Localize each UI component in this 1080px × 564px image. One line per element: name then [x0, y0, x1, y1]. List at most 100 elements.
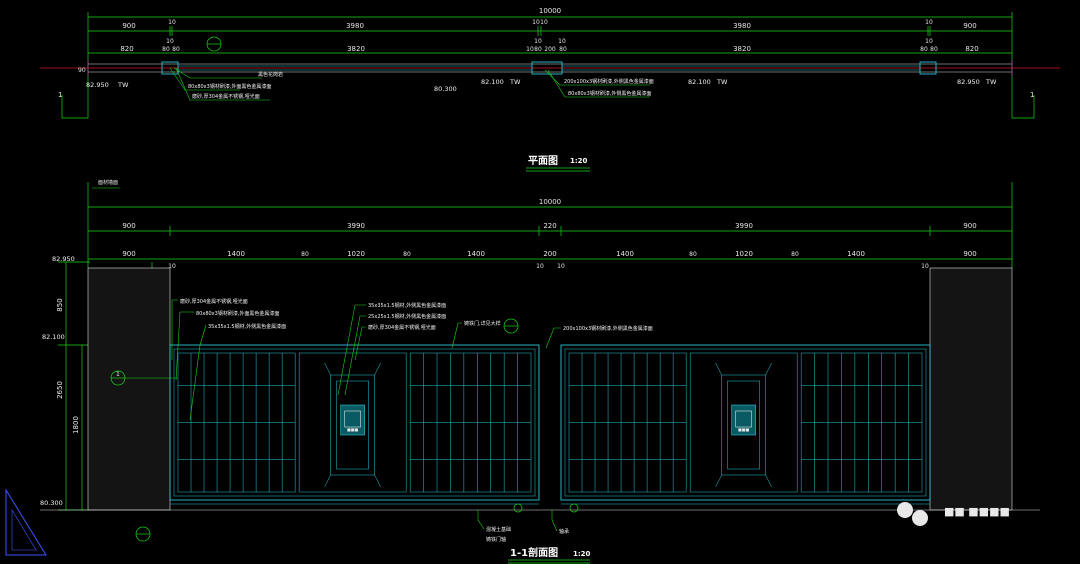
section-mark-right: 1 [1012, 91, 1034, 119]
svg-text:■■ ■■■■: ■■ ■■■■ [944, 505, 1010, 518]
center-panel [298, 352, 407, 493]
gate-panel [177, 352, 296, 493]
svg-text:10: 10 [557, 263, 565, 270]
plan-dim: 80 [920, 46, 928, 53]
section-note: 铸铁门轴 [486, 536, 506, 543]
svg-text:900: 900 [122, 250, 135, 258]
level-label: 82.950 [957, 78, 980, 86]
svg-text:1400: 1400 [227, 250, 245, 258]
ornament-line [374, 474, 381, 488]
plan-dim: 3820 [733, 45, 751, 53]
svg-text:900: 900 [122, 222, 135, 230]
level-label: 82.100 [481, 78, 504, 86]
ornament-outer [330, 374, 375, 476]
level-label: 82.100 [688, 78, 711, 86]
ornament-line [324, 362, 331, 376]
section-note: 35x35x1.5钢材,外侧黑色金属漆面 [208, 323, 286, 330]
plan-dim: 820 [120, 45, 133, 53]
corner-marker [5, 488, 47, 556]
plan-dim: 3980 [733, 22, 751, 30]
plan-dim: 10 [534, 38, 542, 45]
plan-dim: 10 [540, 19, 548, 26]
gate-frame [560, 344, 931, 501]
plan-view: 10000 900 10 3980 10 10 3980 10 900 10 1… [40, 7, 1060, 172]
ornament-line [765, 362, 772, 376]
gate-leaf-right: ■■■ [560, 344, 931, 505]
plan-note: 80x80x3钢材刷漆,外侧黑色金属漆面 [568, 90, 651, 97]
plan-dim: 80 [172, 46, 180, 53]
plan-dim: 10 [925, 19, 933, 26]
ornament-line [765, 474, 772, 488]
gate-inner-frame [173, 348, 536, 497]
plan-dim: 200 [544, 46, 556, 53]
plan-dim: 10 [532, 19, 540, 26]
ornament-line [715, 474, 722, 488]
ornament-line [324, 474, 331, 488]
left-pier [87, 267, 171, 511]
section-vdim: 2650 [56, 381, 64, 399]
section-note: 轴承 [559, 528, 569, 535]
plan-overall-dim: 10000 [539, 7, 561, 15]
ornament-inner [727, 380, 760, 470]
svg-text:10: 10 [168, 263, 176, 270]
plan-dim: 10 [558, 38, 566, 45]
section-note: 面材墙面 [98, 179, 118, 186]
svg-text:1020: 1020 [735, 250, 753, 258]
plan-dim: 10 [168, 19, 176, 26]
ornament-line [715, 362, 722, 376]
section-note: 磨砂,厚304金属不锈钢,哑光面 [368, 324, 436, 331]
section-dim-row2: 900 10 1400 80 1020 80 1400 10 200 10 14… [122, 250, 976, 270]
plan-dim: 3820 [347, 45, 365, 53]
level-label: 80.300 [434, 85, 457, 93]
plan-dim: 820 [965, 45, 978, 53]
plaque-emblem [344, 410, 361, 428]
center-panel [689, 352, 798, 493]
watermark: ■■ ■■■■ [897, 502, 1010, 526]
plan-title: 平面图 [528, 155, 558, 167]
section-note: 铸铁门,详见大样 [464, 320, 501, 327]
plan-note: 黑色花岗岩 [258, 71, 283, 78]
svg-text:10: 10 [921, 263, 929, 270]
section-title: 1-1剖面图 [510, 546, 558, 559]
level-tag: TW [716, 78, 728, 86]
ornament-inner [336, 380, 369, 470]
svg-text:220: 220 [543, 222, 556, 230]
svg-text:3990: 3990 [735, 222, 753, 230]
plan-dim: 80 [162, 46, 170, 53]
plan-dim: 10 [166, 38, 174, 45]
section-dim-row1: 900 3990 220 3990 900 [122, 222, 976, 230]
svg-text:80: 80 [689, 251, 697, 258]
level-label: 82.950 [86, 81, 109, 89]
plan-dim: 80 [930, 46, 938, 53]
section-note: 磨砂,厚304金属不锈钢,哑光面 [180, 298, 248, 305]
svg-text:1400: 1400 [847, 250, 865, 258]
plan-note: 磨砂,厚304金属不锈钢,哑光面 [192, 93, 260, 100]
svg-text:3990: 3990 [347, 222, 365, 230]
svg-text:1020: 1020 [347, 250, 365, 258]
svg-text:80: 80 [301, 251, 309, 258]
level-label: 80.300 [40, 499, 63, 507]
plan-dim-row2: 10 10 10 10 820 80 80 3820 10 80 200 80 … [120, 38, 978, 53]
section-note: 200x100x3钢材刷漆,外侧黑色金属漆面 [563, 325, 653, 332]
svg-text:900: 900 [963, 222, 976, 230]
ornament-outer [721, 374, 766, 476]
svg-text:900: 900 [963, 250, 976, 258]
plan-note: 200x100x3钢材刷漆,外侧黑色金属漆面 [564, 78, 654, 85]
plan-scale: 1:20 [570, 157, 588, 165]
gate-panel [568, 352, 687, 493]
gate-panel [409, 352, 532, 493]
plan-dim: 80 [559, 46, 567, 53]
section-note: 25x25x1.5钢材,外侧黑色金属漆面 [368, 313, 446, 320]
plaque-text: ■■■ [738, 427, 750, 432]
section-scale: 1:20 [573, 550, 591, 558]
plan-note: 80x80x3钢材刷漆,外面黑色金属漆面 [188, 83, 271, 90]
plan-dim: 80 [534, 46, 542, 53]
plaque-text: ■■■ [347, 427, 359, 432]
ornament-line [374, 362, 381, 376]
plan-dim: 10 [526, 46, 534, 53]
section-overall-dim: 10000 [539, 198, 561, 206]
section-note: 80x80x3钢材刷漆,外面黑色金属漆面 [196, 310, 279, 317]
level-label: 82.100 [42, 333, 65, 341]
svg-text:1400: 1400 [467, 250, 485, 258]
